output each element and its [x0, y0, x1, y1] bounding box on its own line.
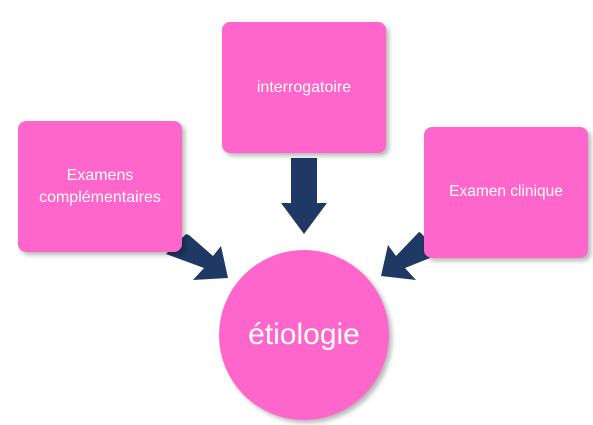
- node-examens-label-line1: Examens: [66, 166, 134, 184]
- node-interrogatoire-label: interrogatoire: [256, 78, 352, 96]
- node-examen-clinique: Examen clinique: [424, 127, 588, 258]
- node-etiologie-label: étiologie: [248, 318, 360, 351]
- node-examen-clinique-label: Examen clinique: [449, 183, 563, 201]
- node-examens-label-line2: complémentaires: [39, 188, 161, 206]
- arrow-interrogatoire-to-etiologie: [281, 158, 327, 234]
- node-interrogatoire: interrogatoire: [222, 22, 386, 153]
- node-examens-complementaires: Examens complémentaires: [18, 121, 182, 252]
- node-etiologie: étiologie: [219, 250, 389, 420]
